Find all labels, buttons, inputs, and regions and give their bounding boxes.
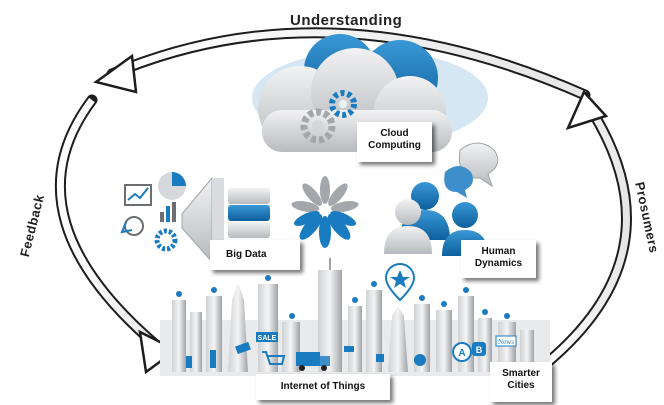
big-data-text: Big Data	[226, 249, 267, 260]
delivery-truck-icon	[296, 352, 330, 371]
network-flower-icon	[291, 176, 359, 248]
human-line1: Human	[481, 246, 516, 257]
blue-tiles	[186, 341, 426, 368]
location-star-pin-icon	[384, 263, 416, 302]
node-label-smarter-cities: Smarter Cities	[490, 362, 552, 402]
iot-text: Internet of Things	[280, 381, 366, 392]
speech-bubble-ab-icon	[452, 342, 486, 362]
cycle-arrow-left	[54, 94, 179, 375]
wifi-pin-icons	[176, 275, 510, 319]
letter-b: B	[476, 345, 483, 355]
news-sign-text: News	[498, 338, 514, 346]
cloud-line1: Cloud	[380, 128, 409, 139]
human-line2: Dynamics	[474, 258, 523, 269]
cycle-arrow-top	[93, 27, 591, 101]
shopping-cart-icon	[262, 351, 286, 365]
cycle-arrow-right	[542, 89, 632, 368]
news-sign-icon	[495, 335, 517, 347]
sale-sign-text: SALE	[258, 335, 277, 342]
gear-icon	[300, 90, 357, 144]
cities-line1: Smarter	[502, 368, 540, 379]
node-label-human-dynamics: Human Dynamics	[461, 240, 536, 278]
letter-a: A	[458, 348, 465, 359]
people-icon	[384, 142, 499, 256]
database-icon	[228, 188, 270, 238]
cycle-label-understanding: Understanding	[290, 12, 403, 29]
analytics-icons	[120, 172, 186, 252]
node-label-big-data: Big Data	[210, 240, 300, 270]
city-skyline	[160, 258, 550, 376]
cities-line2: Cities	[507, 380, 535, 391]
node-label-cloud-computing: Cloud Computing	[357, 122, 432, 162]
node-label-internet-of-things: Internet of Things	[256, 374, 390, 400]
sale-sign-icon	[256, 332, 278, 342]
cloud-line2: Computing	[368, 140, 421, 151]
